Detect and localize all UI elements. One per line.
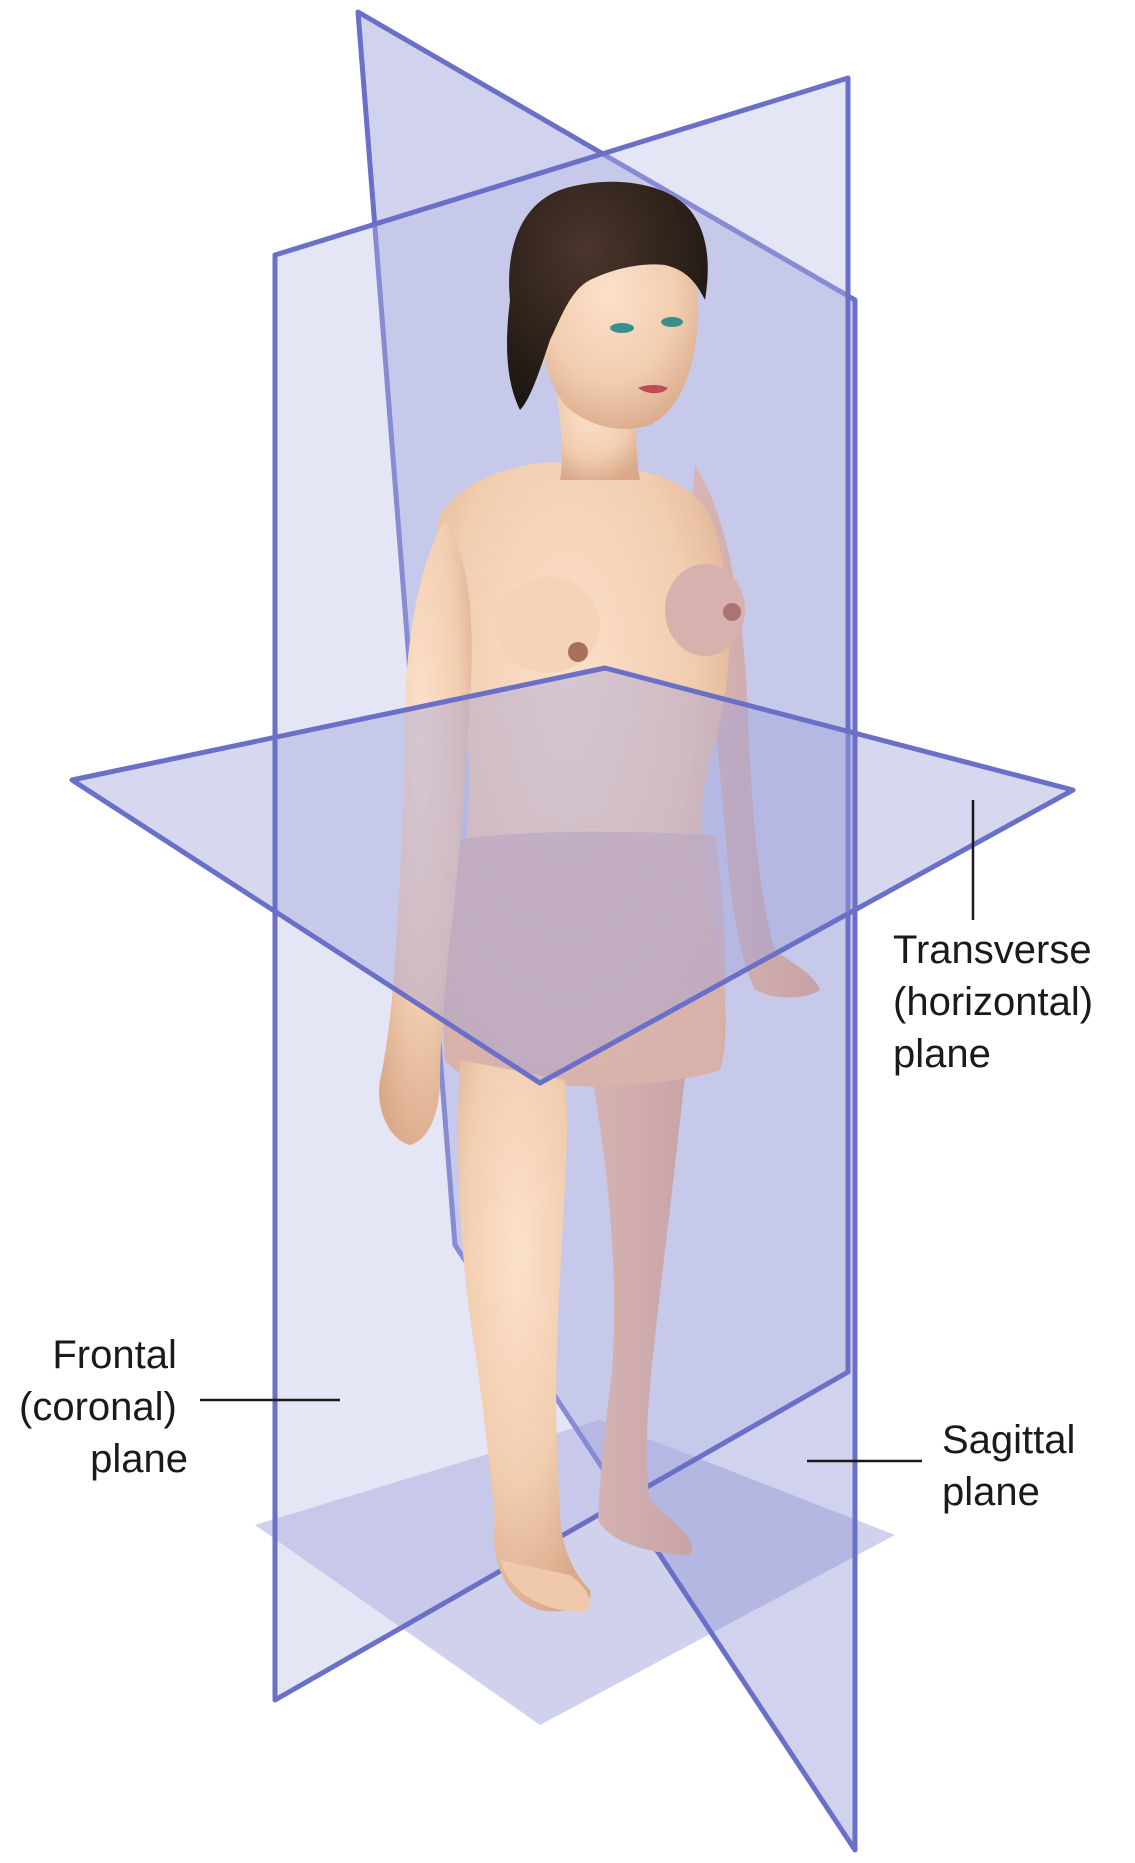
frontal-label-line-2: (coronal) [19,1385,177,1429]
transverse-label-line-1: Transverse [893,928,1092,972]
right-nipple [568,642,588,662]
transverse-label-line-2: (horizontal) [893,980,1093,1024]
right-eye [610,323,634,333]
frontal-label-line-1: Frontal [52,1333,177,1377]
left-eye [661,317,683,327]
frontal-plane-label: Frontal (coronal) plane [19,1333,188,1481]
sagittal-label-line-1: Sagittal [942,1418,1075,1462]
left-nipple [723,603,741,621]
transverse-label-line-3: plane [893,1032,991,1076]
sagittal-label-line-2: plane [942,1470,1040,1514]
frontal-label-line-3: plane [90,1437,188,1481]
transverse-plane-label: Transverse (horizontal) plane [893,928,1104,1076]
sagittal-plane-label: Sagittal plane [942,1418,1087,1514]
